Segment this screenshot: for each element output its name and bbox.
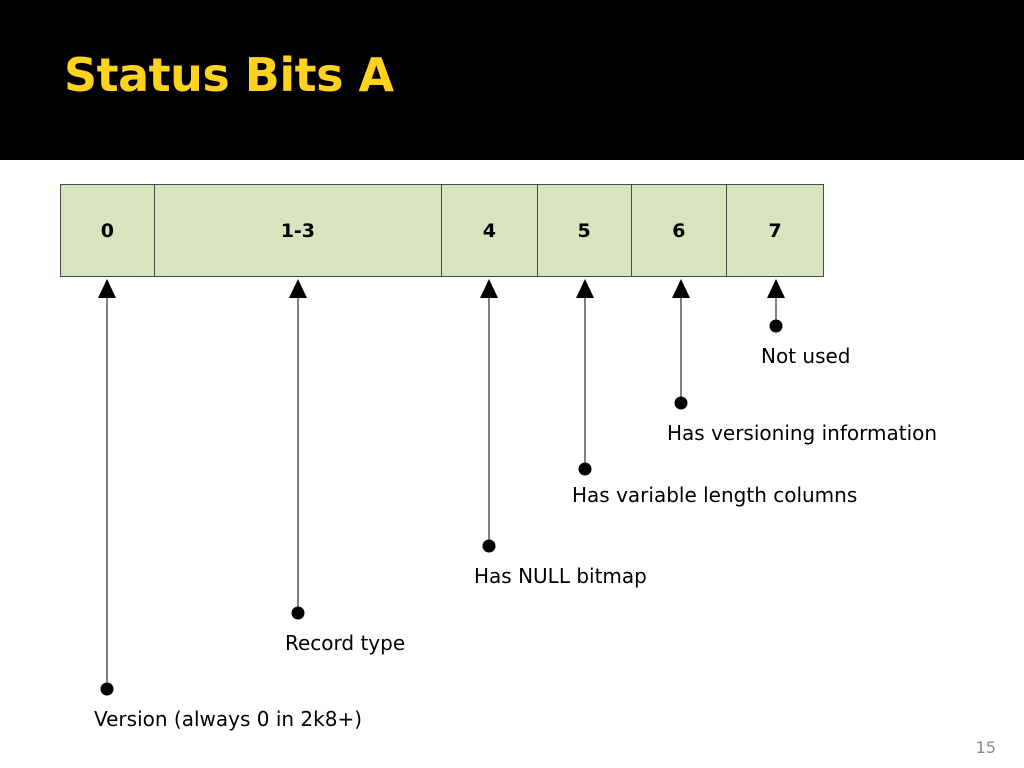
arrowhead-icon [289, 279, 307, 298]
arrowhead-icon [767, 279, 785, 298]
arrowhead-icon [672, 279, 690, 298]
dot-icon [578, 462, 592, 476]
bit-cell-1-3: 1-3 [154, 185, 442, 276]
annotation-label-bit-4: Has NULL bitmap [474, 564, 647, 588]
bit-cell-5: 5 [537, 185, 632, 276]
connector-bit-0 [98, 279, 116, 696]
connector-bit-5 [576, 279, 594, 476]
annotation-label-bit-7: Not used [761, 344, 851, 368]
annotation-label-bit-1-3: Record type [285, 631, 406, 655]
dot-icon [291, 606, 305, 620]
arrowhead-icon [98, 279, 116, 298]
connector-bit-6 [672, 279, 690, 410]
title-bar: Status Bits A [0, 0, 1024, 160]
connector-bit-7 [767, 279, 785, 333]
dot-icon [674, 396, 688, 410]
connector-bit-4 [480, 279, 498, 553]
status-bits-table: 0 1-3 4 5 6 7 [60, 184, 824, 277]
bit-cell-0: 0 [61, 185, 155, 276]
annotation-label-bit-6: Has versioning information [667, 421, 938, 445]
dot-icon [482, 539, 496, 553]
bit-cell-4: 4 [442, 185, 538, 276]
connector-bit-1-3 [289, 279, 307, 620]
bit-cell-7: 7 [727, 185, 823, 276]
dot-icon [100, 682, 114, 696]
bit-cell-6: 6 [631, 185, 728, 276]
dot-icon [769, 319, 783, 333]
arrowhead-icon [576, 279, 594, 298]
arrowhead-icon [480, 279, 498, 298]
annotation-label-bit-5: Has variable length columns [572, 483, 858, 507]
page-number: 15 [975, 738, 996, 757]
slide-title: Status Bits A [64, 48, 394, 102]
annotation-label-bit-0: Version (always 0 in 2k8+) [94, 707, 363, 731]
